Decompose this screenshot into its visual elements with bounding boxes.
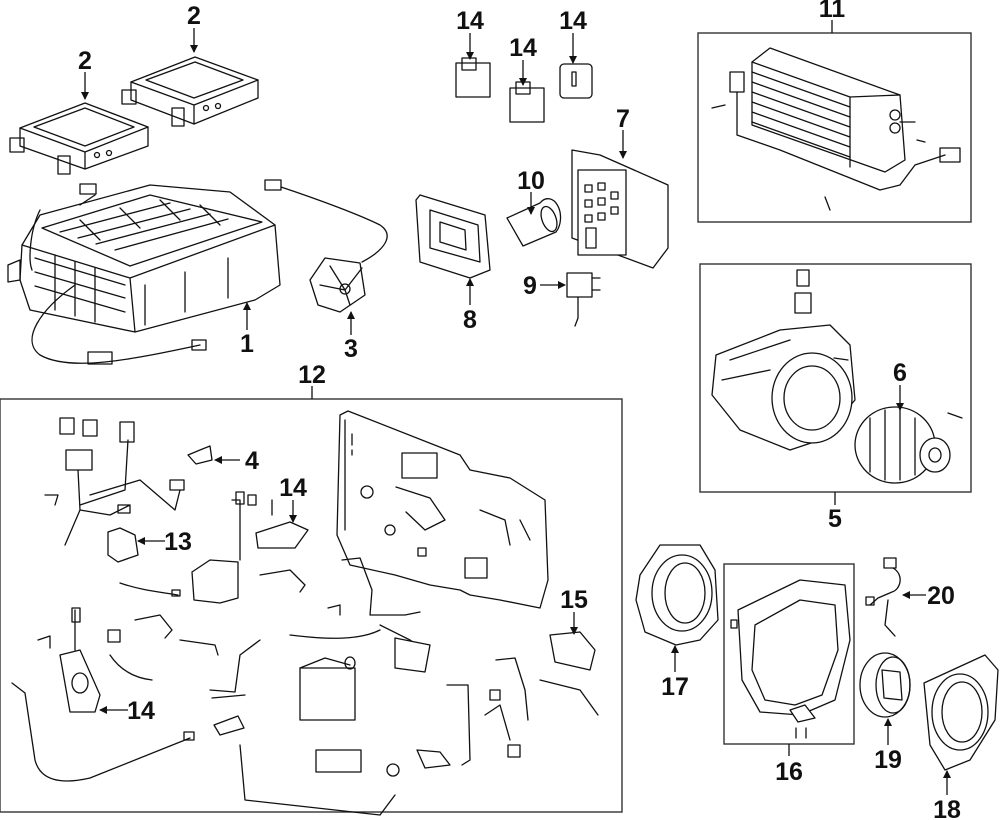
power-unit-frame-drawing[interactable] xyxy=(336,410,549,609)
bracket-clip-drawing[interactable] xyxy=(187,445,213,465)
contactor-drawing[interactable] xyxy=(549,631,596,671)
callout-5[interactable]: 5 xyxy=(828,505,842,533)
group-box-12 xyxy=(0,398,623,813)
dc-dc-converter-drawing[interactable] xyxy=(711,47,961,211)
harness-cluster-drawing[interactable] xyxy=(44,417,185,546)
callout-4[interactable]: 4 xyxy=(245,447,259,475)
relay-drawing-top-3[interactable] xyxy=(559,63,593,99)
callout-7[interactable]: 7 xyxy=(616,105,630,133)
control-module-right-drawing[interactable] xyxy=(121,56,259,127)
callout-2[interactable]: 2 xyxy=(187,2,201,30)
center-harness-drawing[interactable] xyxy=(209,624,431,816)
callout-17[interactable]: 17 xyxy=(661,673,689,701)
callout-19[interactable]: 19 xyxy=(874,746,902,774)
control-module-left-drawing[interactable] xyxy=(9,102,149,175)
callout-18[interactable]: 18 xyxy=(933,796,961,820)
callout-3[interactable]: 3 xyxy=(344,335,358,363)
callout-14[interactable]: 14 xyxy=(456,7,484,35)
callout-9[interactable]: 9 xyxy=(523,272,537,300)
callout-16[interactable]: 16 xyxy=(775,758,803,786)
stator-housing-drawing[interactable] xyxy=(635,544,719,646)
end-cover-drawing[interactable] xyxy=(923,654,999,771)
sensor-with-harness-drawing[interactable] xyxy=(264,179,388,313)
motor-housing-drawing[interactable] xyxy=(730,579,851,739)
relay-drawing-top-1[interactable] xyxy=(455,57,491,98)
callout-13[interactable]: 13 xyxy=(164,528,192,556)
callout-20[interactable]: 20 xyxy=(927,582,955,610)
callout-15[interactable]: 15 xyxy=(560,586,588,614)
callout-10[interactable]: 10 xyxy=(517,167,545,195)
battery-module-assembly-drawing[interactable] xyxy=(7,183,281,365)
bus-bars-drawing[interactable] xyxy=(327,557,599,769)
electronic-control-unit-drawing[interactable] xyxy=(415,194,491,279)
small-brackets-drawing[interactable] xyxy=(37,569,306,681)
actuator-drawing[interactable] xyxy=(191,491,245,604)
callout-14[interactable]: 14 xyxy=(559,7,587,35)
long-harness-drawing[interactable] xyxy=(11,682,195,782)
relay-drawing-lower-left[interactable] xyxy=(59,607,101,713)
callout-2[interactable]: 2 xyxy=(78,47,92,75)
callout-1[interactable]: 1 xyxy=(240,330,254,358)
callout-14[interactable]: 14 xyxy=(509,34,537,62)
rotor-drawing[interactable] xyxy=(859,652,911,718)
relay-drawing-top-2[interactable] xyxy=(509,81,545,123)
harness-20-drawing[interactable] xyxy=(865,557,901,637)
junction-box-drawing[interactable] xyxy=(571,149,669,269)
callout-14[interactable]: 14 xyxy=(127,697,155,725)
fan-motor-drawing[interactable] xyxy=(854,406,963,484)
callout-11[interactable]: 11 xyxy=(819,0,846,23)
fuse-cylinder-drawing[interactable] xyxy=(506,198,562,247)
relay-switch-13-drawing[interactable] xyxy=(107,527,139,563)
callout-6[interactable]: 6 xyxy=(893,359,907,387)
callout-14[interactable]: 14 xyxy=(279,474,307,502)
callout-8[interactable]: 8 xyxy=(463,306,477,334)
blower-housing-drawing[interactable] xyxy=(711,269,856,451)
callout-12[interactable]: 12 xyxy=(298,361,326,389)
group-box-11 xyxy=(697,32,972,223)
relay-drawing-mid[interactable] xyxy=(247,494,309,549)
sensor-9-drawing[interactable] xyxy=(566,272,601,327)
